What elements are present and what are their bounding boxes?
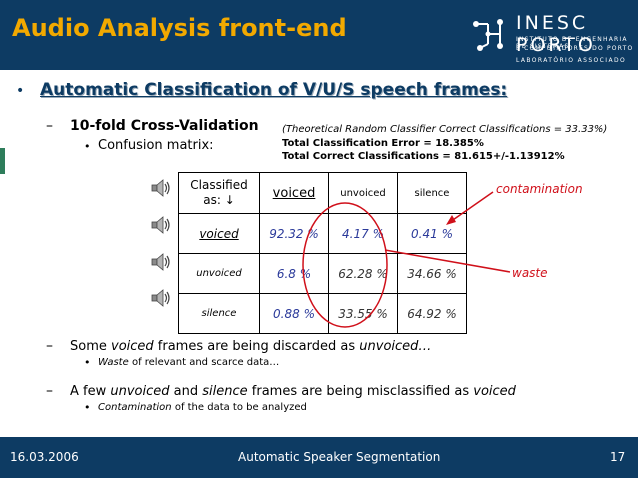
speaker-icon[interactable] — [150, 215, 172, 235]
table-cell: 6.8 % — [259, 253, 329, 294]
inesc-logo-icon — [473, 19, 503, 51]
footer-date: 16.03.2006 — [10, 450, 79, 464]
sub-point-waste: Waste of relevant and scarce data… — [98, 357, 280, 368]
correct-classifications: Total Correct Classifications = 81.615+/… — [282, 151, 565, 162]
dash: – — [46, 118, 53, 134]
cross-validation-label: 10-fold Cross-Validation — [70, 118, 259, 134]
table-cell: 62.28 % — [328, 253, 398, 294]
speaker-icon[interactable] — [150, 178, 172, 198]
slide-title: Audio Analysis front-end — [12, 14, 347, 42]
table-cell: 0.88 % — [259, 293, 329, 334]
bullet: • — [84, 140, 91, 153]
bullet: • — [84, 356, 91, 369]
main-heading: Automatic Classification of V/U/S speech… — [40, 80, 508, 100]
waste-label: waste — [512, 266, 548, 280]
bullet: • — [84, 401, 91, 414]
table-header-row: Classified as: ↓ voiced unvoiced silence — [178, 172, 467, 214]
column-header: silence — [397, 172, 467, 214]
page-number: 17 — [610, 450, 626, 464]
waste-ellipse — [302, 202, 388, 328]
table-row: silence 0.88 % 33.55 % 64.92 % — [178, 293, 467, 334]
dash: – — [46, 383, 53, 399]
classification-error: Total Classification Error = 18.385% — [282, 138, 484, 149]
table-cell: 92.32 % — [259, 213, 329, 254]
header-bar — [0, 0, 638, 70]
row-header: silence — [178, 293, 260, 334]
point-misclassified: A few unvoiced and silence frames are be… — [70, 384, 516, 399]
speaker-icon[interactable] — [150, 252, 172, 272]
confusion-matrix-table: Classified as: ↓ voiced unvoiced silence… — [178, 172, 467, 334]
footer-title: Automatic Speaker Segmentation — [238, 450, 441, 464]
table-row: unvoiced 6.8 % 62.28 % 34.66 % — [178, 253, 467, 294]
point-discarded: Some voiced frames are being discarded a… — [70, 339, 432, 354]
row-header: voiced — [178, 213, 260, 254]
row-header: unvoiced — [178, 253, 260, 294]
theoretical-note: (Theoretical Random Classifier Correct C… — [282, 124, 608, 135]
table-cell: 64.92 % — [397, 293, 467, 334]
contamination-arrow — [449, 191, 494, 223]
waste-arrow — [384, 249, 511, 273]
table-cell: 34.66 % — [397, 253, 467, 294]
confusion-matrix-label: Confusion matrix: — [98, 138, 214, 153]
contamination-label: contamination — [496, 182, 583, 196]
contamination-arrowhead — [446, 215, 456, 225]
footer-bar — [0, 437, 638, 478]
dash: – — [46, 338, 53, 354]
logo-name: INESC PORTO — [516, 12, 596, 56]
sub-point-contamination: Contamination of the data to be analyzed — [98, 402, 307, 413]
bullet: • — [16, 83, 25, 99]
logo-lab-label: LABORATÓRIO ASSOCIADO — [516, 57, 627, 64]
speaker-icon[interactable] — [150, 288, 172, 308]
logo-subtitle-1: INSTITUTO DE ENGENHARIA DE SISTEMAS — [516, 36, 628, 50]
logo-subtitle-2: E COMPUTADORES DO PORTO — [516, 45, 634, 52]
side-accent-bar — [0, 148, 5, 174]
